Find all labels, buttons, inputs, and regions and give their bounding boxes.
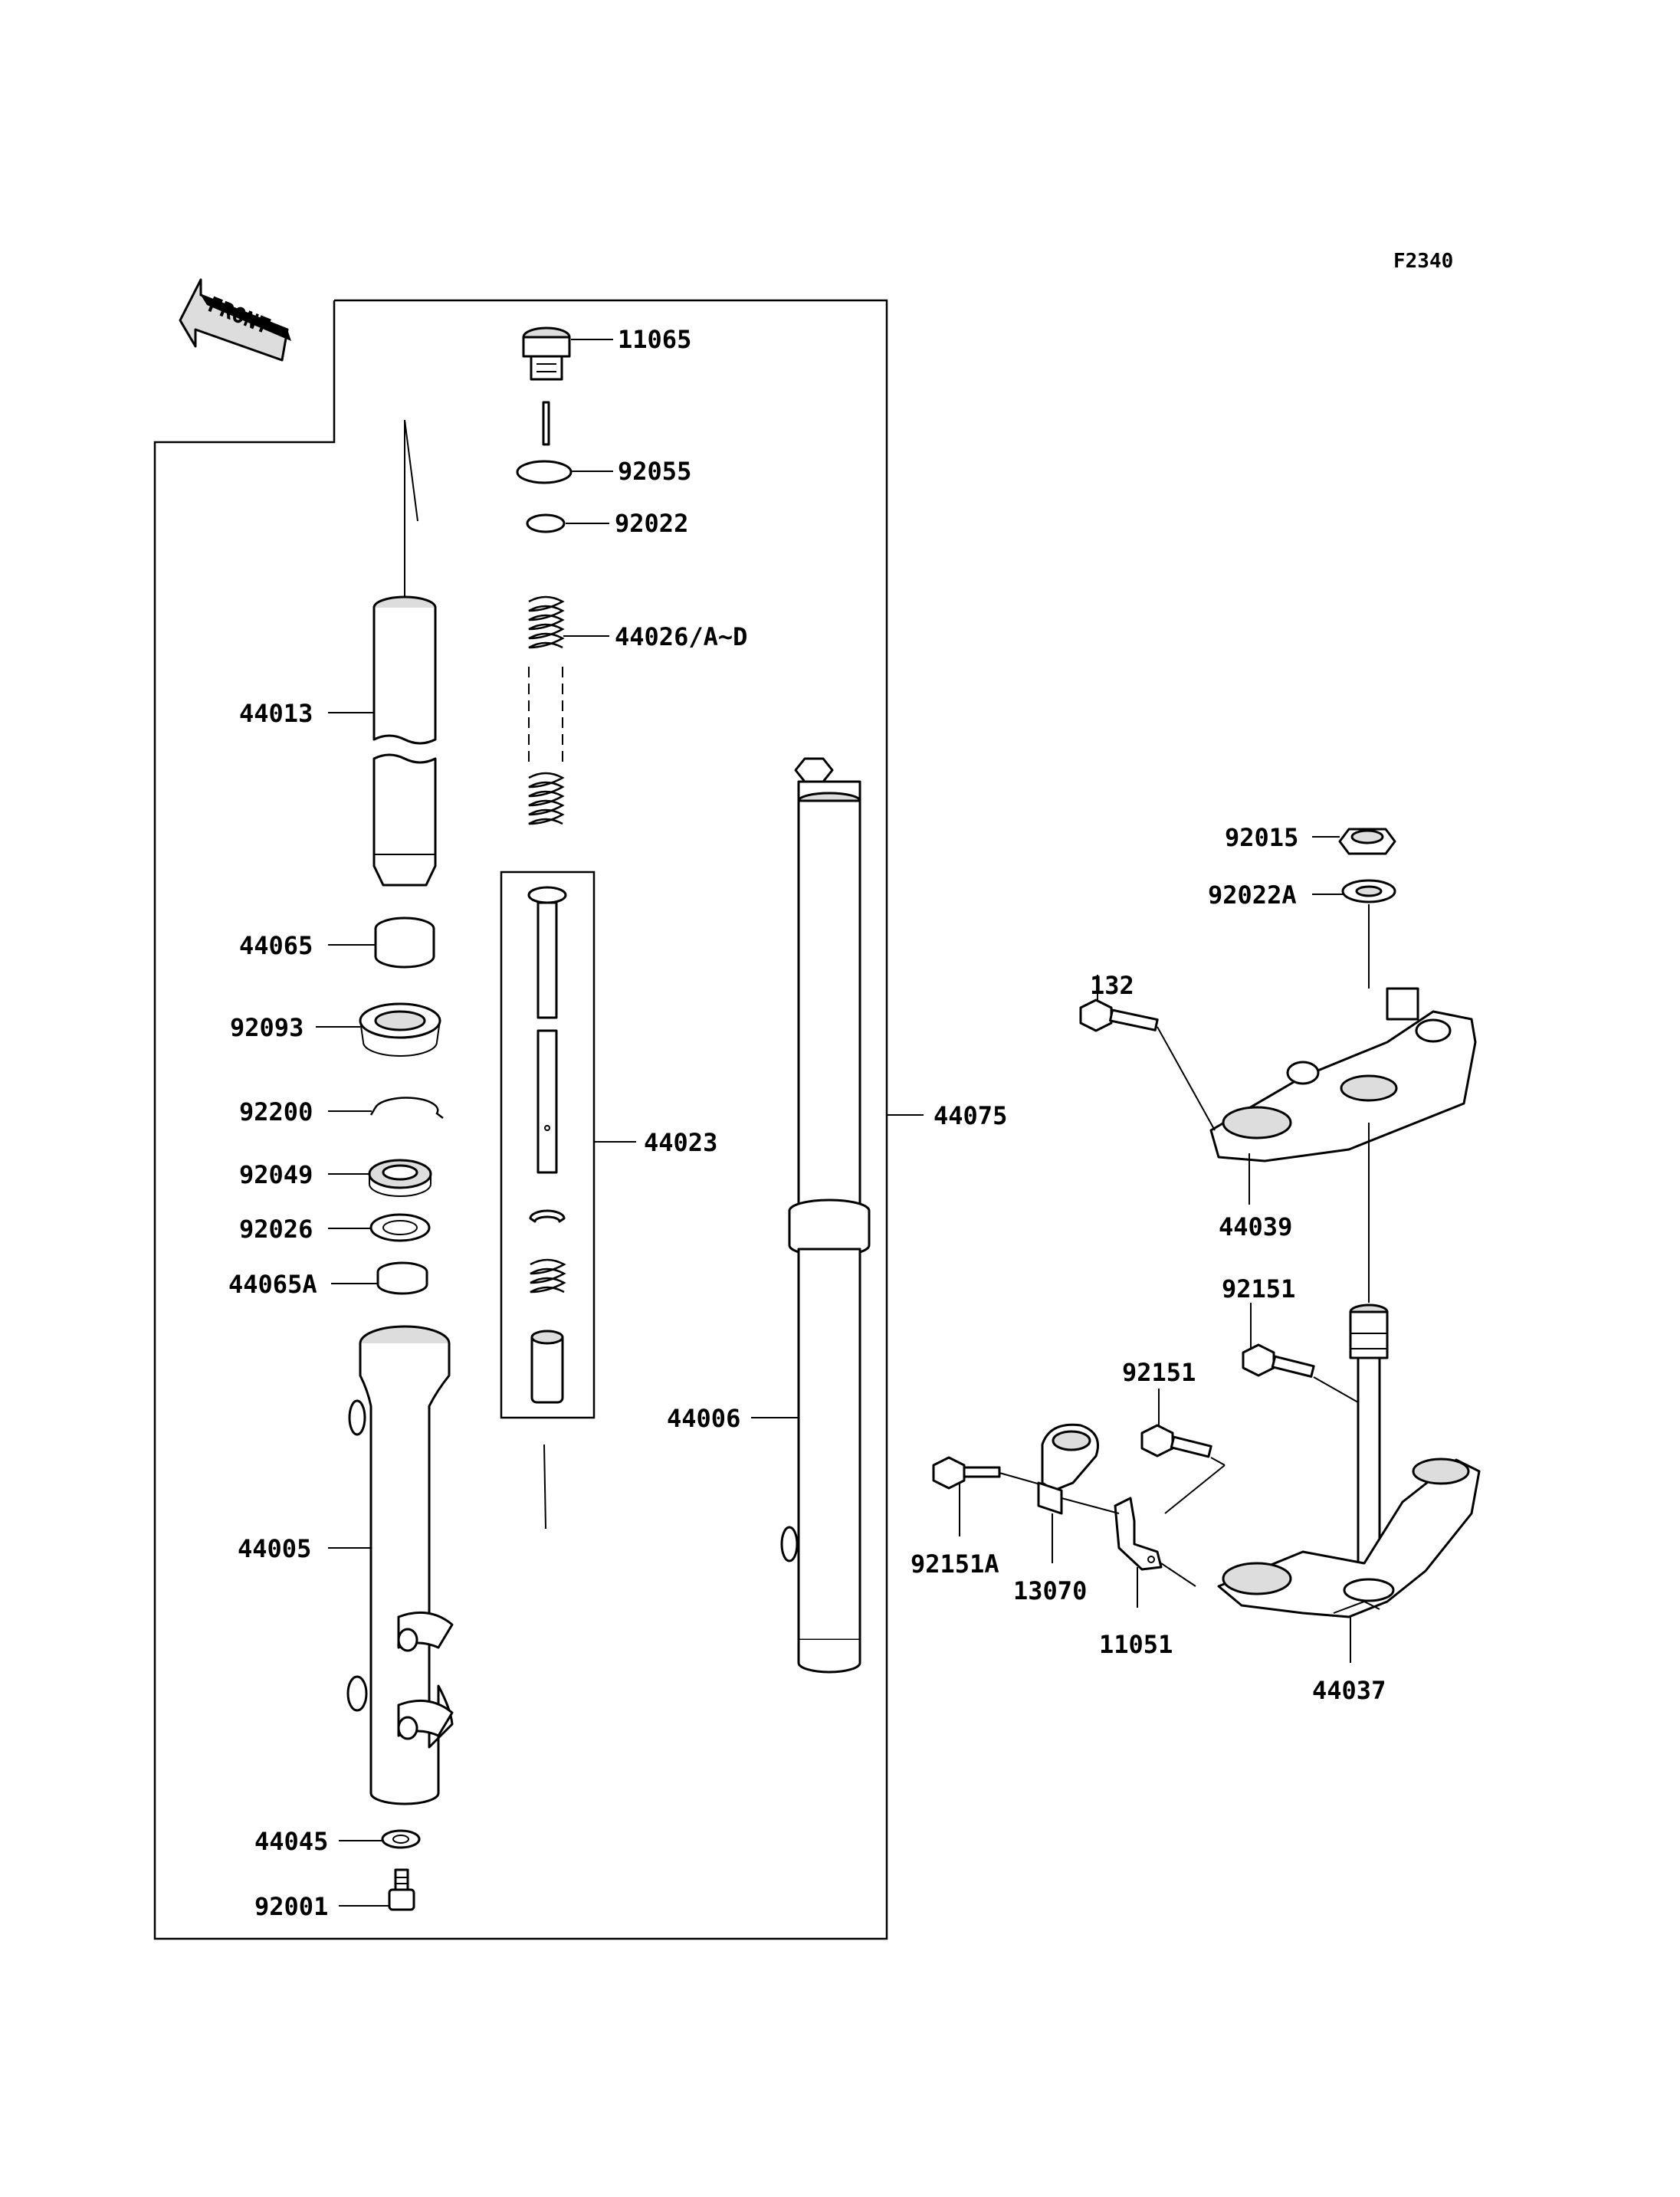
part-label-44075: 44075 [934,1101,1007,1130]
part-label-44065a: 44065A [228,1270,317,1299]
part-label-92022: 92022 [615,509,688,538]
assembly-line-upper [404,419,418,522]
part-label-132: 132 [1090,971,1134,1000]
part-label-92151a: 92151A [911,1549,999,1579]
washer-drawing [526,513,566,533]
part-label-92026: 92026 [239,1215,313,1244]
lower-bushing-drawing [376,1261,428,1295]
o-ring-drawing [516,460,573,484]
part-label-44023: 44023 [644,1128,717,1157]
part-label-92093: 92093 [230,1013,304,1042]
bolt-92151-lower-line [1210,1457,1226,1466]
gasket-drawing [381,1829,421,1849]
part-label-13070: 13070 [1013,1576,1087,1605]
washer-seal-drawing [369,1213,431,1242]
fork-top-plug-drawing [522,326,571,446]
figure-id: F2340 [1393,250,1453,273]
part-label-92151-upper: 92151 [1222,1274,1295,1303]
outer-tube-drawing [346,1325,454,1805]
part-label-92200: 92200 [239,1097,313,1126]
part-label-44039: 44039 [1219,1212,1292,1241]
part-label-44065: 44065 [239,931,313,960]
fork-spring-drawing [528,595,565,825]
part-label-44037: 44037 [1312,1676,1386,1705]
leader-lines [316,339,1351,1907]
part-label-44026: 44026/A~D [615,622,747,651]
part-label-92055: 92055 [618,457,691,486]
steering-nut-drawing [1338,828,1396,855]
bolt-92151a-drawing [932,1456,1001,1490]
upper-bracket-drawing [1209,987,1477,1162]
bolt-92151-upper-line [1313,1376,1359,1403]
bottom-bolt-drawing [388,1868,415,1911]
part-label-92015: 92015 [1225,823,1298,852]
steering-stem-drawing [1217,1303,1481,1618]
part-label-11065: 11065 [618,325,691,354]
fork-assembly-frame [153,299,888,1940]
bolt-92151-upper-drawing [1242,1343,1315,1378]
bracket-11051-line [1160,1562,1196,1587]
bolt-92151-lower-drawing [1140,1424,1212,1458]
front-arrow-icon: FRONT [179,278,291,362]
steering-washer-drawing [1341,879,1396,903]
bolt-132-line [1157,1026,1216,1131]
part-label-44005: 44005 [238,1534,311,1563]
bolt-92151-lower-line2 [1164,1464,1226,1514]
fork-tube-drawing [372,595,437,887]
dust-seal-drawing [359,1002,441,1057]
part-label-92022a: 92022A [1208,880,1297,910]
clamp-13070-line [1061,1497,1120,1514]
bracket-11051-drawing [1114,1497,1163,1571]
bushing-drawing [374,917,435,969]
clamp-13070-drawing [1037,1423,1099,1515]
part-label-44045: 44045 [254,1827,328,1856]
part-label-92001: 92001 [254,1892,328,1921]
part-label-92151-lower: 92151 [1122,1358,1196,1387]
damper-rod-drawing [527,886,567,1404]
part-label-11051: 11051 [1099,1630,1173,1659]
assembly-line-lower [543,1444,546,1530]
oil-seal-drawing [368,1159,432,1197]
inner-tube-drawing [780,757,871,1674]
damper-assembly-box [500,871,596,1419]
part-label-92049: 92049 [239,1160,313,1189]
bolt-132-drawing [1079,998,1159,1032]
part-label-44006: 44006 [667,1404,740,1433]
part-label-44013: 44013 [239,699,313,728]
retaining-clip-drawing [369,1097,444,1119]
